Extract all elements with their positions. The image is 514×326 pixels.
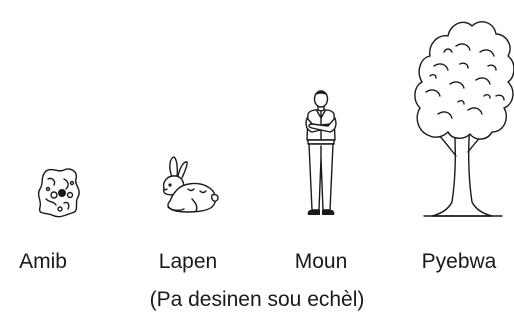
- organism-label-human: Moun: [294, 250, 348, 273]
- scale-caption: (Pa desinen sou echèl): [149, 288, 365, 311]
- amoeba-icon: [37, 168, 80, 218]
- tree-icon: [414, 21, 514, 217]
- amoeba-illustration: [34, 165, 86, 221]
- human-illustration: [300, 88, 342, 220]
- organism-label-tree: Pyebwa: [421, 250, 497, 273]
- tree-illustration: [410, 6, 514, 220]
- organism-label-rabbit: Lapen: [158, 250, 218, 273]
- organism-label-amoeba: Amib: [19, 250, 67, 273]
- human-icon: [305, 90, 337, 215]
- rabbit-icon: [162, 156, 219, 213]
- rabbit-illustration: [152, 155, 222, 217]
